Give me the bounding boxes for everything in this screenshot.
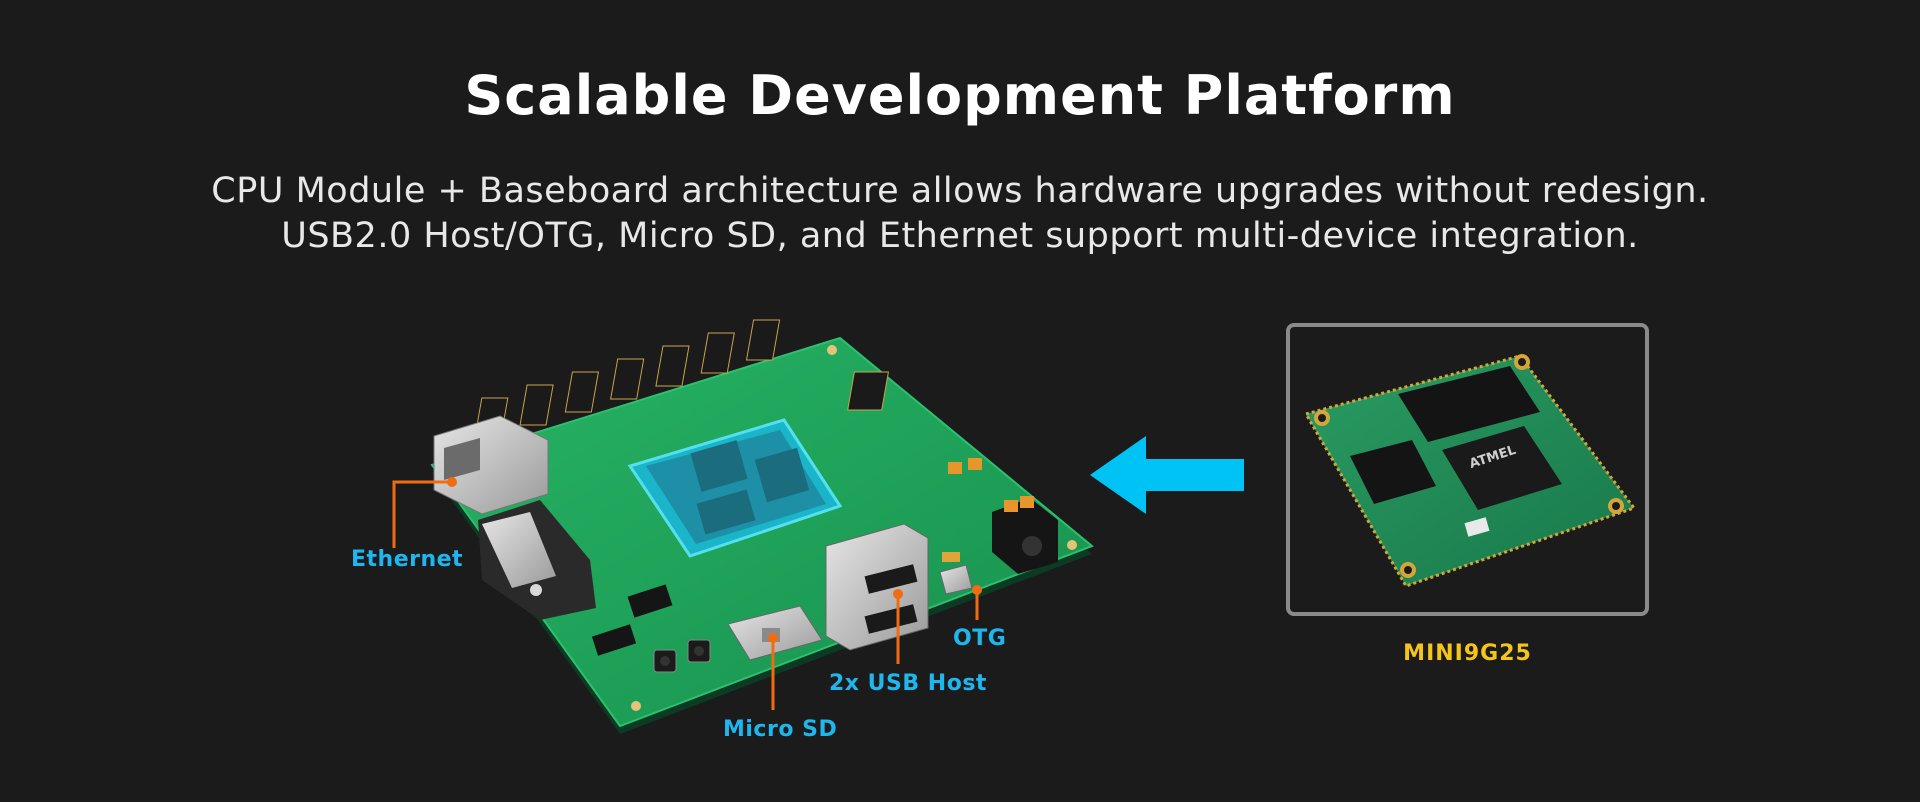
otg-port	[939, 552, 973, 595]
micro-sd-label: Micro SD	[723, 717, 838, 742]
subtitle-line-2: USB2.0 Host/OTG, Micro SD, and Ethernet …	[281, 216, 1639, 256]
leader-dots	[447, 477, 982, 643]
module-frame	[1286, 323, 1649, 616]
dc-jack	[992, 498, 1058, 574]
module-name: MINI9G25	[1403, 641, 1532, 666]
usb-host-label: 2x USB Host	[829, 671, 987, 696]
baseboard	[430, 319, 1094, 734]
ethernet-port	[433, 415, 549, 515]
cpu-module: ATMEL	[1303, 354, 1637, 588]
pin-headers	[474, 319, 889, 439]
subtitle-line-1: CPU Module + Baseboard architecture allo…	[211, 171, 1709, 211]
otg-label: OTG	[953, 626, 1007, 651]
page-title: Scalable Development Platform	[464, 64, 1456, 127]
ethernet-leader	[392, 480, 452, 548]
usb-host-ports	[825, 523, 929, 651]
ethernet-label: Ethernet	[351, 547, 464, 572]
bottom-divider	[0, 802, 1920, 804]
serial-port	[478, 500, 596, 620]
arrow-icon	[1090, 436, 1244, 514]
